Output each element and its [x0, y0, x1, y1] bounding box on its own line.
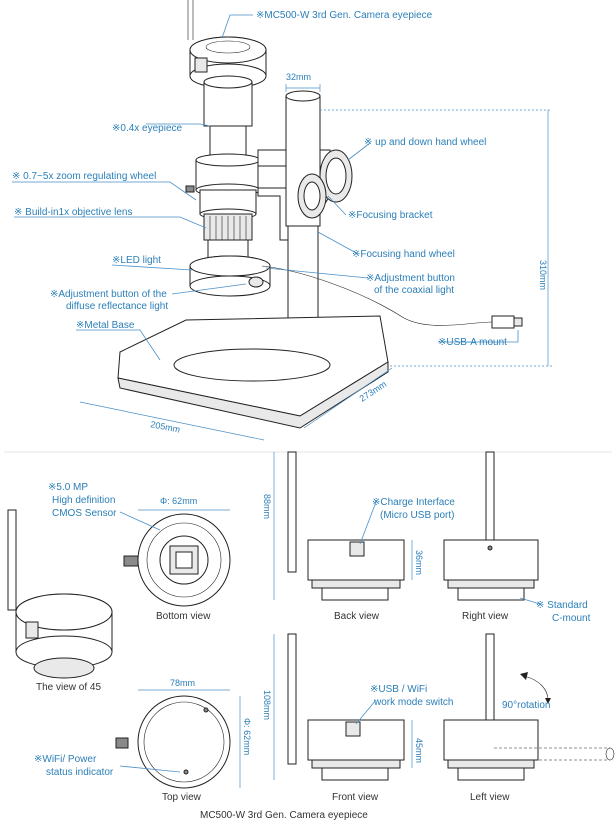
label-led: ※LED light	[112, 255, 161, 266]
dim-78mm: 78mm	[170, 678, 195, 688]
label-sensor-3: CMOS Sensor	[52, 508, 117, 519]
caption-top-view: Top view	[162, 792, 202, 803]
dim-36mm: 36mm	[414, 550, 424, 575]
caption-right-view: Right view	[462, 611, 509, 622]
label-usb-wifi-2: work mode switch	[373, 697, 453, 708]
label-objective: ※ Build-in1x objective lens	[14, 207, 132, 218]
label-camera-eyepiece: ※MC500-W 3rd Gen. Camera eyepiece	[256, 10, 433, 21]
caption-front-view: Front view	[332, 792, 379, 803]
eyepiece-tube	[203, 75, 253, 161]
main-leaders	[12, 14, 519, 361]
label-coaxial-btn-2: of the coaxial light	[374, 285, 454, 296]
dim-310mm: 310mm	[538, 260, 548, 290]
caption-view-45: The view of 45	[36, 682, 101, 693]
view-45	[7, 509, 113, 679]
dim-62mm-bottom: Φ: 62mm	[160, 496, 197, 506]
label-charge-2: (Micro USB port)	[380, 510, 454, 521]
label-focus-wheel: ※Focusing hand wheel	[352, 249, 455, 260]
label-metal-base: ※Metal Base	[76, 320, 135, 331]
label-rotation: 90°rotation	[502, 700, 550, 711]
dim-108mm: 108mm	[262, 690, 272, 720]
label-eyepiece: ※0.4x eyepiece	[112, 123, 183, 134]
label-charge-1: ※Charge Interface	[372, 497, 455, 508]
usb-cable	[261, 265, 523, 329]
label-wifi-power-2: status indicator	[46, 767, 114, 778]
label-zoom-wheel: ※ 0.7~5x zoom regulating wheel	[12, 171, 156, 182]
microscope-assembly	[117, 0, 523, 429]
front-view	[273, 633, 413, 781]
caption-back-view: Back view	[334, 611, 380, 622]
label-usb-wifi-1: ※USB / WiFi	[370, 684, 427, 695]
caption-bottom-view: Bottom view	[156, 611, 211, 622]
top-view	[115, 689, 241, 789]
dim-205mm: 205mm	[150, 419, 181, 435]
label-sensor-2: High definition	[52, 495, 115, 506]
bottom-view	[119, 509, 231, 607]
right-view	[443, 451, 541, 605]
metal-base	[117, 315, 389, 429]
label-usb-a: ※USB-A mount	[438, 337, 507, 348]
focusing-hand-wheel	[297, 173, 327, 219]
label-diffuse-btn-2: diffuse reflectance light	[66, 301, 168, 312]
label-diffuse-btn-1: ※Adjustment button of the	[50, 289, 167, 300]
dim-45mm: 45mm	[414, 738, 424, 763]
left-view	[443, 633, 615, 781]
up-down-hand-wheel	[319, 149, 353, 203]
label-c-mount-2: C-mount	[552, 613, 591, 624]
dim-62mm-top: Φ: 62mm	[242, 718, 252, 755]
label-c-mount-1: ※ Standard	[536, 600, 588, 611]
back-view	[273, 451, 413, 601]
zoom-body	[185, 153, 261, 259]
label-focus-bracket: ※Focusing bracket	[348, 210, 433, 221]
figure-caption: MC500-W 3rd Gen. Camera eyepiece	[200, 810, 368, 821]
label-coaxial-btn-1: ※Adjustment button	[366, 273, 455, 284]
dim-88mm: 88mm	[262, 494, 272, 519]
label-sensor-1: ※5.0 MP	[48, 482, 88, 493]
caption-left-view: Left view	[470, 792, 510, 803]
dim-32mm: 32mm	[286, 72, 311, 82]
label-wifi-power-1: ※WiFi/ Power	[34, 754, 97, 765]
label-hand-wheel: ※ up and down hand wheel	[364, 137, 486, 148]
main-dimensions	[79, 84, 552, 441]
